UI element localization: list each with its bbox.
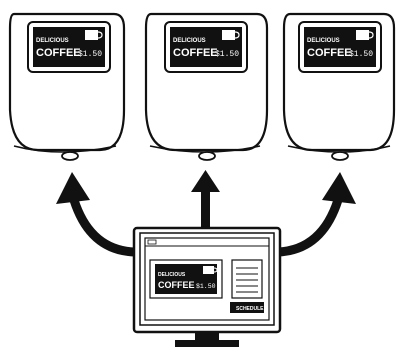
coffee-cup-icon <box>203 266 218 274</box>
schedule-button[interactable]: SCHEDULE <box>230 302 264 313</box>
schedule-button-label: SCHEDULE <box>236 306 264 312</box>
arrow-up-left-icon <box>56 172 135 257</box>
preview-brand-line2: COFFEE <box>158 280 195 290</box>
monitor-base <box>175 340 239 347</box>
monitor-neck <box>195 332 219 340</box>
arrow-up-right-icon <box>277 172 356 257</box>
device-brand-line2: COFFEE <box>36 47 81 59</box>
device-brand-line1: DELICIOUS <box>173 38 206 44</box>
coffee-cup-icon <box>222 30 240 40</box>
device-right: DELICIOUS COFFEE $1.50 <box>282 12 396 161</box>
device-price: $1.50 <box>78 50 102 59</box>
coffee-cup-icon <box>85 30 103 40</box>
device-sensor <box>331 151 349 161</box>
device-brand-line1: DELICIOUS <box>36 38 69 44</box>
preview-brand-line1: DELICIOUS <box>158 272 186 278</box>
coffee-cup-icon <box>356 30 374 40</box>
device-price: $1.50 <box>215 50 239 59</box>
device-brand-line2: COFFEE <box>307 47 352 59</box>
device-center: DELICIOUS COFFEE $1.50 <box>144 12 269 161</box>
device-brand-line1: DELICIOUS <box>307 38 340 44</box>
device-left: DELICIOUS COFFEE $1.50 <box>8 12 126 161</box>
window-menu-icon <box>147 239 157 245</box>
device-sensor <box>198 151 216 161</box>
arrow-up-icon <box>191 170 220 230</box>
computer-monitor: DELICIOUS COFFEE $1.50 SCHEDULE <box>132 226 282 347</box>
preview-price: $1.50 <box>196 283 216 290</box>
device-brand-line2: COFFEE <box>173 47 218 59</box>
device-sensor <box>61 151 79 161</box>
device-price: $1.50 <box>349 50 373 59</box>
